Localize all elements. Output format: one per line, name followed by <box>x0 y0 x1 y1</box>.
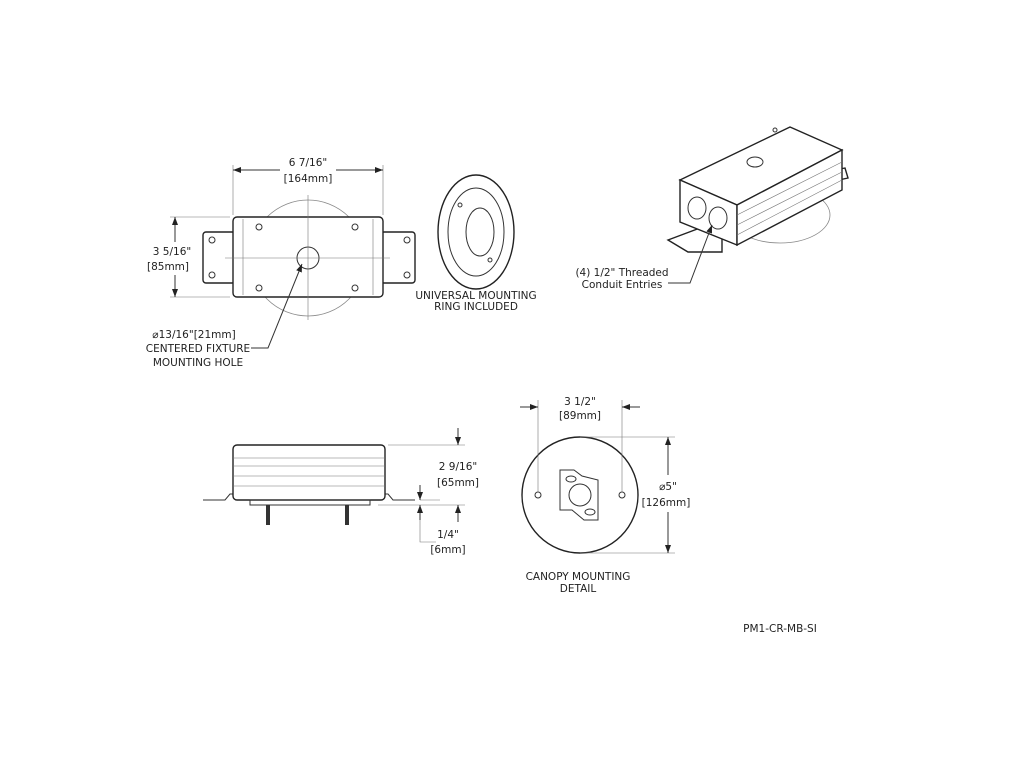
conduit-label-line1: (4) 1/2" Threaded <box>575 267 668 279</box>
hole-spacing-inches: 3 1/2" <box>564 396 596 408</box>
offset-inches: 1/4" <box>437 529 459 541</box>
hole-label-line2: MOUNTING HOLE <box>153 357 243 369</box>
ring-label-line1: UNIVERSAL MOUNTING <box>415 290 536 302</box>
ring-label-line2: RING INCLUDED <box>434 301 518 313</box>
side-view: 2 9/16" [65mm] 1/4" [6mm] <box>203 428 479 556</box>
mounting-ring: UNIVERSAL MOUNTING RING INCLUDED <box>415 174 537 313</box>
width-mm: [164mm] <box>284 173 333 185</box>
hole-dimension: ⌀13/16"[21mm] <box>152 329 235 341</box>
offset-mm: [6mm] <box>430 544 465 556</box>
conduit-label-line2: Conduit Entries <box>582 279 663 291</box>
junction-box-side <box>232 444 386 501</box>
left-flange <box>202 231 236 284</box>
canopy-label-line2: DETAIL <box>560 583 597 595</box>
part-number: PM1-CR-MB-SI <box>743 623 817 635</box>
top-view: 6 7/16" [164mm] 3 5/16" [85mm] ⌀13/16"[2… <box>146 157 416 369</box>
canopy-detail: 3 1/2" [89mm] ⌀5" [126mm] CANOPY MOUNTIN… <box>520 396 690 595</box>
side-height-mm: [65mm] <box>437 477 479 489</box>
hole-label-line1: CENTERED FIXTURE <box>146 343 250 355</box>
canopy-plate <box>249 499 371 506</box>
side-height-inches: 2 9/16" <box>439 461 477 473</box>
hole-spacing-mm: [89mm] <box>559 410 601 422</box>
width-inches: 6 7/16" <box>289 157 327 169</box>
canopy-label-line1: CANOPY MOUNTING <box>526 571 631 583</box>
height-mm: [85mm] <box>147 261 189 273</box>
diameter-inches: ⌀5" <box>659 481 677 493</box>
height-inches: 3 5/16" <box>153 246 191 258</box>
isometric-view: (4) 1/2" Threaded Conduit Entries <box>575 126 849 291</box>
diameter-mm: [126mm] <box>642 497 691 509</box>
